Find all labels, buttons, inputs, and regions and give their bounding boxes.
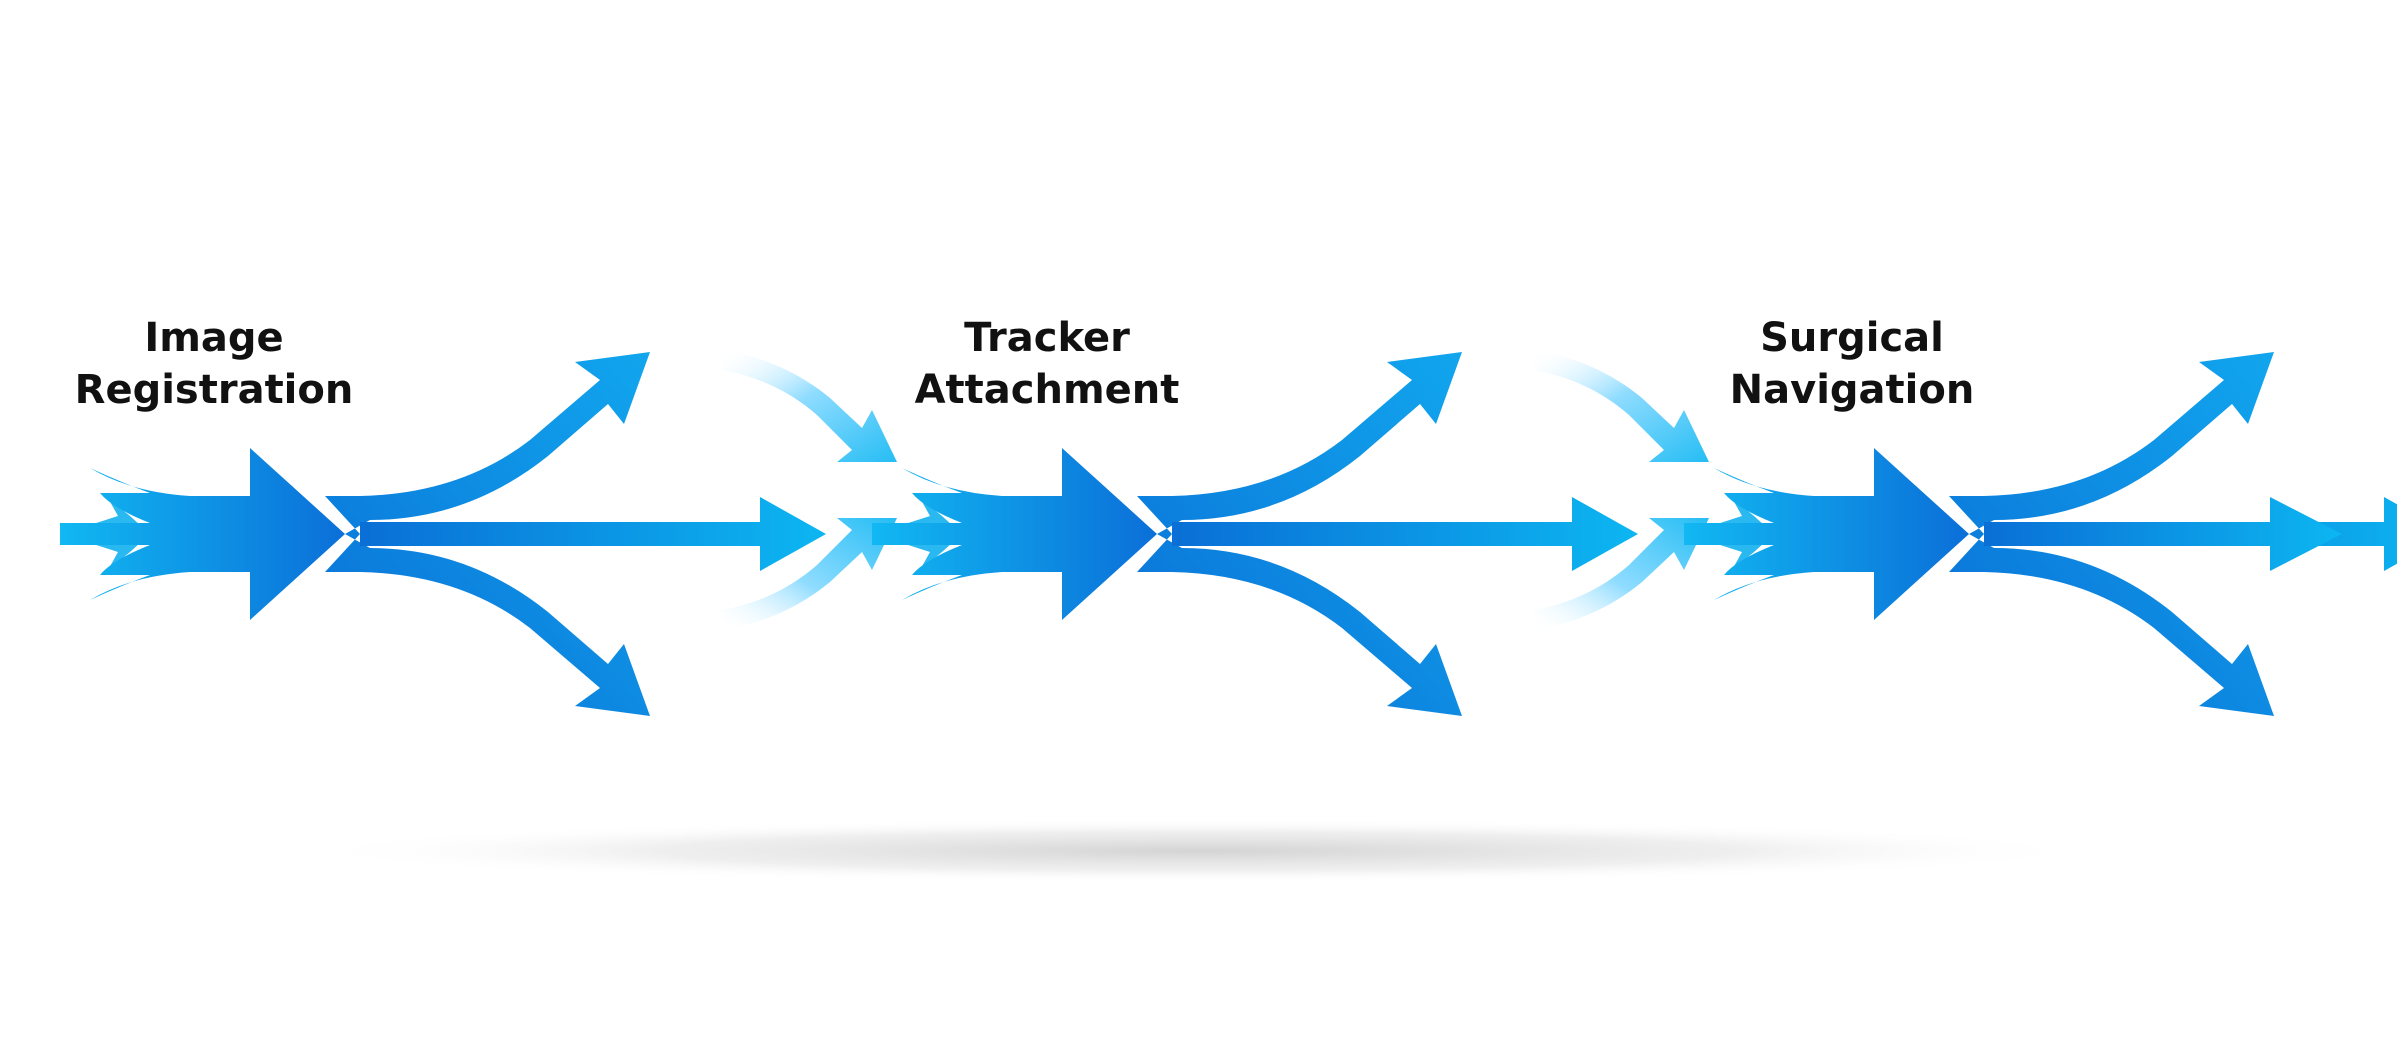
feeder-arrows-stage-3 <box>1534 350 1709 630</box>
stage-label-3-line1: Surgical <box>1760 315 1944 361</box>
stage-label-1: Image Registration <box>75 315 354 413</box>
ground-shadow <box>298 819 2098 883</box>
stage-label-2-line1: Tracker <box>964 315 1130 361</box>
stage-label-2-line2: Attachment <box>915 367 1180 413</box>
stage-label-3: Surgical Navigation <box>1730 315 1975 413</box>
feeder-arrows-stage-2 <box>722 350 897 630</box>
stage-label-1-line2: Registration <box>75 367 354 413</box>
final-center-arrow <box>1984 497 2342 571</box>
stage-label-1-line1: Image <box>144 315 283 361</box>
stage-label-3-line2: Navigation <box>1730 367 1975 413</box>
stage-label-2: Tracker Attachment <box>915 315 1180 413</box>
